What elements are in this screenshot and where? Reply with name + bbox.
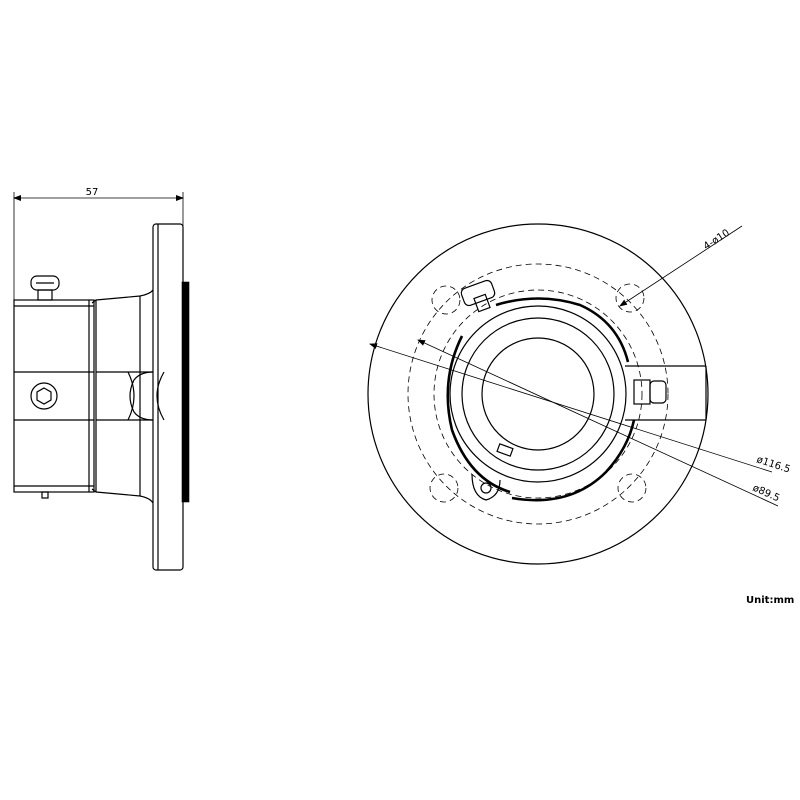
- dimension-outer-dia: ø116.5: [369, 343, 792, 476]
- dimension-outer-dia-label: ø116.5: [755, 454, 791, 475]
- outer-flange-circle: [367, 223, 709, 565]
- front-view: ø116.5 ø89.5 4-ø10: [367, 223, 792, 565]
- bottom-pin: [41, 491, 49, 499]
- dimension-hole-label: 4-ø10: [702, 228, 732, 253]
- clamp-body: [13, 299, 95, 493]
- bayonet-ring-top: [495, 297, 630, 363]
- ring-secondary: [449, 305, 627, 483]
- hex-socket-screw: [30, 382, 58, 410]
- bayonet-ring-left: [446, 335, 511, 494]
- side-view: 57: [13, 187, 190, 571]
- dimension-pcd-label: ø89.5: [751, 483, 781, 505]
- side-slot: [625, 365, 707, 421]
- ring-locking-knob: [460, 279, 496, 313]
- dimension-width-label: 57: [86, 187, 99, 198]
- mounting-holes: [429, 283, 647, 503]
- ring-bottom-tab: [471, 443, 514, 501]
- dimension-hole: 4-ø10: [619, 225, 743, 307]
- dimension-width: 57: [13, 187, 184, 300]
- body-neck: [91, 289, 165, 504]
- unit-label: Unit:mm: [746, 595, 794, 606]
- inner-dashed-circle: [433, 289, 643, 499]
- bayonet-ring-bottom: [511, 419, 636, 502]
- thumb-screw-knob: [30, 275, 60, 301]
- center-bore: [481, 337, 595, 451]
- ring-inner: [461, 317, 615, 471]
- pitch-circle: [407, 263, 669, 525]
- flange-plate: [152, 223, 190, 571]
